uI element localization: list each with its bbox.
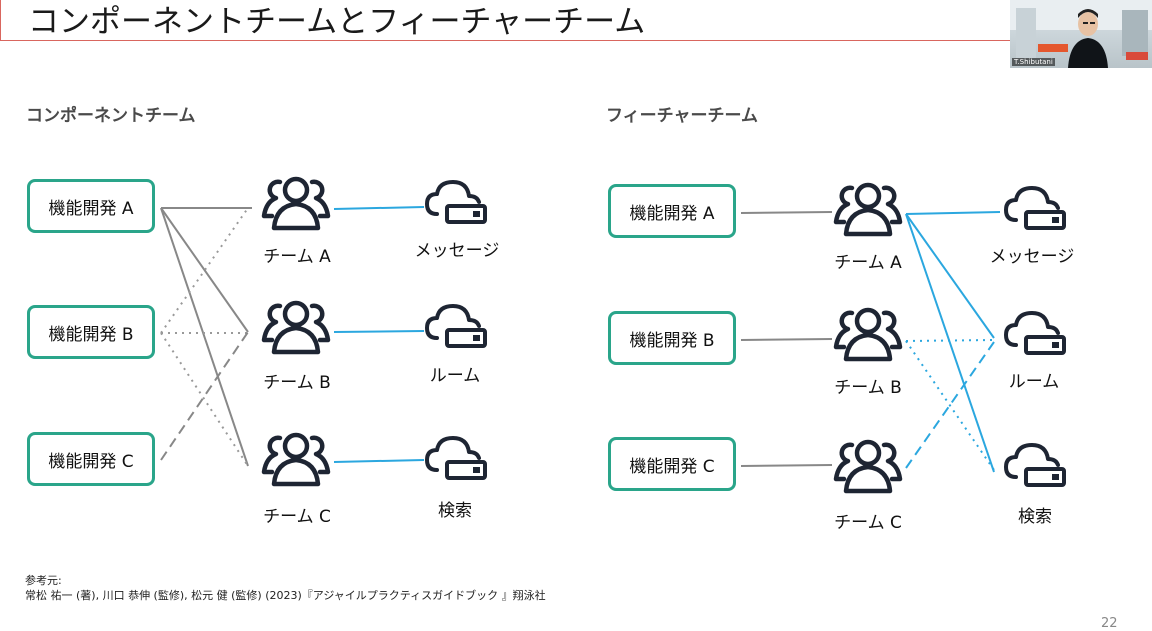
connector-featureA-teamC bbox=[160, 207, 249, 467]
feature-box-c-component: 機能開発 C bbox=[27, 432, 155, 486]
service-label-room-feature: ルーム bbox=[1008, 372, 1060, 392]
section-label-component: コンポーネントチーム bbox=[26, 106, 196, 126]
feature-box-c-feature: 機能開発 C bbox=[608, 437, 736, 491]
team-icon bbox=[261, 432, 331, 487]
team-icon bbox=[261, 176, 331, 231]
team-label-c-component: チーム C bbox=[263, 507, 331, 527]
connector-featureB-teamB-right bbox=[740, 338, 833, 341]
speaker-video-scene bbox=[1010, 0, 1152, 68]
feature-box-b-feature: 機能開発 B bbox=[608, 311, 736, 365]
connector-featureB-teamC bbox=[160, 207, 249, 334]
title-underline bbox=[0, 40, 1010, 41]
team-label-a-component: チーム A bbox=[263, 247, 331, 267]
service-label-search-feature: 検索 bbox=[1018, 507, 1052, 527]
connector-teamB-room bbox=[333, 330, 425, 333]
team-icon bbox=[261, 300, 331, 355]
slide-title: コンポーネントチームとフィーチャーチーム bbox=[28, 4, 646, 40]
connector-featureA-teamA-right bbox=[740, 211, 833, 214]
cloud-server-icon bbox=[425, 304, 487, 348]
connector-teamA-room-right bbox=[905, 213, 995, 339]
feature-box-b-component: 機能開発 B bbox=[27, 305, 155, 359]
connector-teamA-message-right bbox=[905, 211, 1001, 215]
reference-citation: 常松 祐一 (著), 川口 恭伸 (監修), 松元 健 (監修) (2023)『… bbox=[25, 589, 546, 602]
team-label-c-feature: チーム C bbox=[834, 513, 902, 533]
reference-heading: 参考元: bbox=[25, 574, 62, 587]
feature-team-connectors bbox=[740, 211, 1001, 473]
page-number: 22 bbox=[1101, 616, 1118, 631]
cloud-server-icon bbox=[1004, 443, 1066, 487]
service-label-message-feature: メッセージ bbox=[989, 247, 1075, 267]
service-label-message-component: メッセージ bbox=[414, 241, 500, 261]
speaker-body bbox=[1068, 38, 1108, 68]
speaker-name: T.Shibutani bbox=[1012, 58, 1055, 66]
service-label-search-component: 検索 bbox=[438, 501, 472, 521]
section-label-feature: フィーチャーチーム bbox=[606, 106, 758, 126]
feature-box-a-feature: 機能開発 A bbox=[608, 184, 736, 238]
connector-featureC-teamB bbox=[160, 331, 249, 461]
team-icon bbox=[833, 439, 903, 494]
connector-featureA-teamB bbox=[160, 207, 249, 333]
connector-teamC-room-right bbox=[905, 341, 995, 469]
connector-teamC-search bbox=[333, 459, 425, 463]
feature-box-a-component: 機能開発 A bbox=[27, 179, 155, 233]
speaker-video: T.Shibutani bbox=[1010, 0, 1152, 68]
cloud-server-icon bbox=[425, 180, 487, 224]
team-icon bbox=[833, 307, 903, 362]
team-label-b-feature: チーム B bbox=[834, 378, 902, 398]
connector-teamA-search-right bbox=[905, 213, 995, 473]
cloud-server-icon bbox=[1004, 311, 1066, 355]
service-label-room-component: ルーム bbox=[429, 366, 481, 386]
cloud-server-icon bbox=[1004, 186, 1066, 230]
connector-teamB-search-right bbox=[905, 340, 995, 471]
title-side-rule bbox=[0, 0, 1, 40]
team-label-a-feature: チーム A bbox=[834, 253, 902, 273]
team-label-b-component: チーム B bbox=[263, 373, 331, 393]
connector-teamB-room-right bbox=[905, 339, 995, 342]
connector-teamA-message bbox=[333, 206, 425, 210]
connector-featureC-teamC-right bbox=[740, 464, 833, 467]
reference: 参考元: 常松 祐一 (著), 川口 恭伸 (監修), 松元 健 (監修) (2… bbox=[25, 573, 546, 603]
component-team-connectors bbox=[160, 206, 425, 467]
team-icon bbox=[833, 182, 903, 237]
cloud-server-icon bbox=[425, 436, 487, 480]
